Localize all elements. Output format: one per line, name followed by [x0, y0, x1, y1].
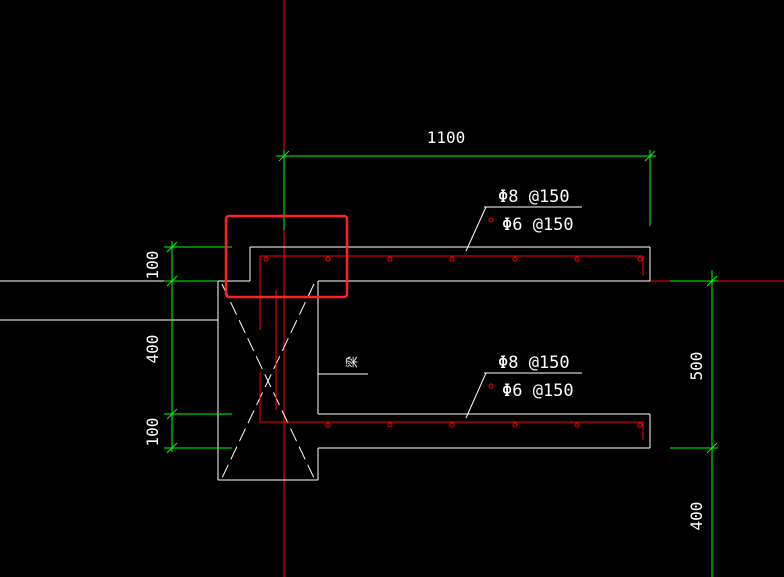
dim-right-tick-1 — [706, 275, 718, 287]
top-dist-bar-dot-icon — [488, 217, 494, 223]
dim-left-tick-2 — [166, 275, 178, 287]
dim-left-bottom-label: 100 — [143, 418, 162, 447]
bottom-slab-annotation: Φ8 @150 Φ6 @150 — [465, 353, 582, 419]
bottom-rebar-dot — [637, 422, 643, 428]
cross-diagonal-b — [221, 283, 315, 479]
dim-right-upper-label: 500 — [687, 352, 706, 381]
top-rebar-dot — [387, 256, 393, 262]
bottom-dist-bar-dot-icon — [488, 383, 494, 389]
top-annotation-leader — [465, 206, 487, 252]
top-rebar-dot — [512, 256, 518, 262]
beam-label: 梁 — [344, 356, 359, 368]
rebar-lines — [259, 255, 644, 440]
top-rebar-dot — [325, 256, 331, 262]
bottom-slab-rebar-dots — [325, 422, 643, 428]
selection-box-icon[interactable] — [224, 214, 349, 299]
dim-left-middle-label: 400 — [143, 335, 162, 364]
axis-lines — [283, 0, 784, 577]
dim-top-tick-right — [644, 150, 656, 162]
x-cross-icon — [221, 283, 315, 479]
bottom-rebar-dot — [512, 422, 518, 428]
dim-right-lower-label: 400 — [687, 502, 706, 531]
structure-outline — [0, 246, 651, 481]
top-rebar-dot — [637, 256, 643, 262]
top-rebar-dot — [449, 256, 455, 262]
bottom-main-bar-label: Φ8 @150 — [498, 353, 570, 373]
bottom-dist-bar-label: Φ6 @150 — [502, 381, 574, 401]
dimension-lines — [164, 150, 718, 577]
top-dist-bar-label: Φ6 @150 — [502, 215, 574, 235]
dim-top-span-label: 1100 — [427, 128, 466, 147]
top-main-bar-label: Φ8 @150 — [498, 187, 570, 207]
top-rebar-dot — [263, 256, 269, 262]
top-rebar-dot — [574, 256, 580, 262]
top-slab-rebar-dots — [263, 256, 643, 262]
dim-left-tick-4 — [166, 442, 178, 454]
bottom-rebar-dot — [449, 422, 455, 428]
dim-left-tick-3 — [166, 408, 178, 420]
bottom-annotation-leader — [465, 372, 487, 419]
bottom-rebar-dot — [574, 422, 580, 428]
dim-left-tick-1 — [166, 241, 178, 253]
top-slab-annotation: Φ8 @150 Φ6 @150 — [465, 187, 582, 252]
dim-left-top-label: 100 — [143, 251, 162, 280]
bottom-rebar-dot — [325, 422, 331, 428]
bottom-rebar-dot — [387, 422, 393, 428]
dim-top-tick-left — [278, 150, 290, 162]
dim-right-tick-2 — [706, 442, 718, 454]
